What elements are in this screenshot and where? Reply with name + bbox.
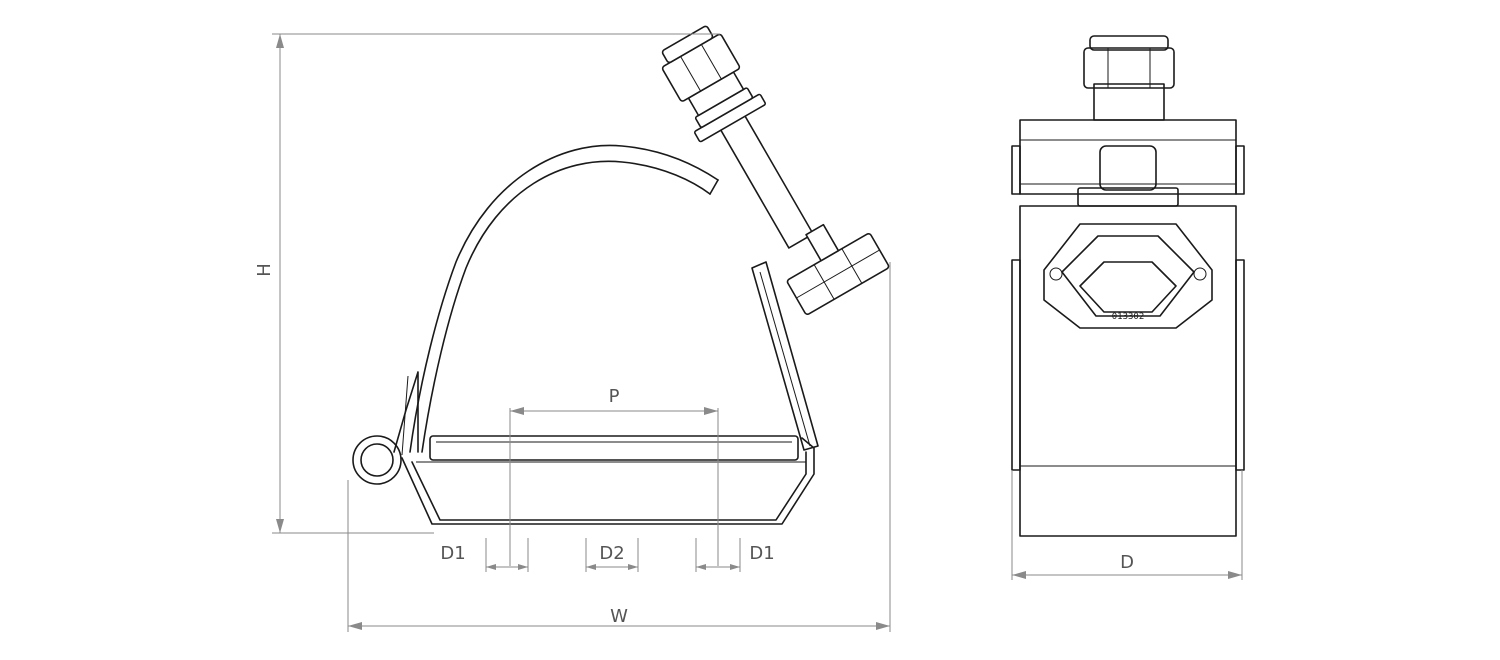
front-shear-head xyxy=(1089,35,1169,51)
hex-holder-mid xyxy=(1061,235,1195,317)
hex-holder-outer xyxy=(1043,223,1213,329)
left-arm xyxy=(393,371,419,453)
d2-arrow-b xyxy=(628,564,638,570)
contact-block-div-1 xyxy=(813,264,835,300)
d1-left-label: D1 xyxy=(440,543,465,564)
shear-head xyxy=(661,25,714,64)
front-flange-right xyxy=(1235,259,1245,471)
front-bolt-lower xyxy=(1099,145,1157,191)
d1-right-label: D1 xyxy=(749,543,774,564)
w-arrow-left xyxy=(348,622,362,630)
hex-cable-opening xyxy=(1079,261,1177,313)
front-flange-left xyxy=(1011,259,1021,471)
dimensions: H W P D1 D2 D1 xyxy=(254,33,1243,632)
front-top-plate xyxy=(1019,119,1237,195)
front-flange-right-top xyxy=(1235,145,1245,195)
height-label: H xyxy=(254,263,275,277)
d1-left-arrow-b xyxy=(518,564,528,570)
upper-plate xyxy=(429,435,799,461)
front-view: 013302 xyxy=(1011,35,1245,537)
arch-hook-tip xyxy=(709,179,719,195)
screw-right xyxy=(1193,267,1207,281)
part-marking: 013302 xyxy=(1112,312,1145,322)
d2-label: D2 xyxy=(599,543,624,564)
hinge-eye-outer xyxy=(352,435,402,485)
d1-right-arrow-a xyxy=(696,564,706,570)
d1-left-arrow-a xyxy=(486,564,496,570)
front-flange-left-top xyxy=(1011,145,1021,195)
bolt-shank xyxy=(718,111,814,249)
d-arrow-left xyxy=(1012,571,1026,579)
lower-jaw-inner xyxy=(411,451,807,521)
h-arrow-bottom xyxy=(276,519,284,533)
p-arrow-left xyxy=(510,407,524,415)
width-label: W xyxy=(610,606,628,627)
p-arrow-right xyxy=(704,407,718,415)
arch-hook-inner xyxy=(421,160,711,453)
side-view xyxy=(352,25,890,525)
hinge-eye-inner xyxy=(360,443,394,477)
right-arm xyxy=(751,261,819,451)
contact-block-div-2 xyxy=(841,248,863,284)
contact-block-mid xyxy=(796,249,880,299)
right-arm-edge xyxy=(759,271,811,447)
pitch-label: P xyxy=(609,386,620,407)
bolt-assembly xyxy=(661,25,814,249)
front-hex-nut xyxy=(1083,47,1175,89)
contact-block-tab xyxy=(805,223,840,262)
screw-left xyxy=(1049,267,1063,281)
d2-arrow-a xyxy=(586,564,596,570)
front-body xyxy=(1019,205,1237,537)
lower-jaw xyxy=(401,437,815,525)
hex-nut-face-right xyxy=(700,44,722,80)
arch-hook-outer xyxy=(409,144,719,453)
d-arrow-right xyxy=(1228,571,1242,579)
w-arrow-right xyxy=(876,622,890,630)
h-arrow-top xyxy=(276,34,284,48)
hex-nut-face-left xyxy=(680,56,702,92)
contact-block xyxy=(786,223,890,316)
d1-right-arrow-b xyxy=(730,564,740,570)
front-bolt-shank xyxy=(1093,83,1165,121)
depth-label: D xyxy=(1120,552,1134,573)
left-arm-edge xyxy=(401,375,409,456)
